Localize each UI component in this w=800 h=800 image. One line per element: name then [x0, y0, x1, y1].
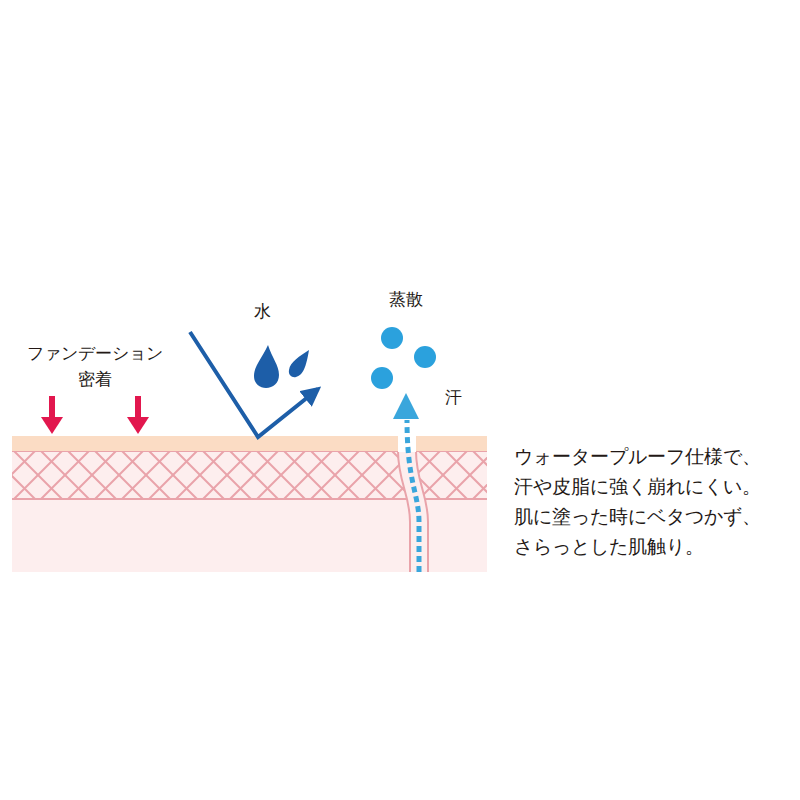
hatch-stroke — [149, 451, 197, 499]
hatch-stroke — [149, 451, 197, 499]
hatch-stroke — [68, 451, 116, 499]
foundation-label: ファンデーション 密着 — [10, 340, 180, 393]
hatch-stroke — [122, 451, 170, 499]
hatch-stroke — [176, 451, 224, 499]
hatch-stroke — [203, 451, 251, 499]
hatch-stroke — [284, 451, 332, 499]
hatch-stroke — [419, 451, 467, 499]
hatch-stroke — [41, 451, 89, 499]
hatch-stroke — [12, 451, 35, 499]
sweat-label: 汗 — [438, 384, 468, 410]
water-drop — [289, 350, 309, 377]
water-drop — [254, 345, 279, 388]
hatch-stroke — [473, 451, 487, 499]
hatch-stroke — [419, 451, 467, 499]
hatch-stroke — [41, 451, 89, 499]
hatch-stroke — [14, 451, 62, 499]
sweat-path — [407, 420, 419, 572]
hatch-stroke — [68, 451, 116, 499]
foundation-layer — [12, 436, 487, 451]
hatch-stroke — [95, 451, 143, 499]
description-text: ウォータープルーフ仕様で、 汗や皮脂に強く崩れにくい。 肌に塗った時にベタつかず… — [514, 441, 790, 561]
sweat-arrowhead — [393, 393, 419, 419]
adhesion-arrows — [41, 396, 149, 434]
hatch-stroke — [257, 451, 305, 499]
hatch-stroke — [257, 451, 305, 499]
water-arrow — [190, 332, 318, 437]
hatch-stroke — [176, 451, 224, 499]
evaporation-label: 蒸散 — [381, 286, 431, 312]
vapor-dot — [381, 327, 403, 349]
dermis-layer — [12, 451, 487, 572]
vapor-dot — [371, 367, 393, 389]
hatch-stroke — [122, 451, 170, 499]
hatch-stroke — [311, 451, 359, 499]
hatch-stroke — [311, 451, 359, 499]
hatch-stroke — [284, 451, 332, 499]
water-label: 水 — [247, 298, 277, 324]
hatch-stroke — [230, 451, 278, 499]
hatch-stroke — [14, 451, 62, 499]
hatch-stroke — [203, 451, 251, 499]
hatch-stroke — [12, 451, 35, 499]
hatch-stroke — [95, 451, 143, 499]
vapor-dot — [414, 346, 436, 368]
hatch-stroke — [338, 451, 386, 499]
hatch-stroke — [230, 451, 278, 499]
sweat-duct — [398, 451, 428, 572]
hatch-stroke — [473, 451, 487, 499]
hatch-stroke — [338, 451, 386, 499]
